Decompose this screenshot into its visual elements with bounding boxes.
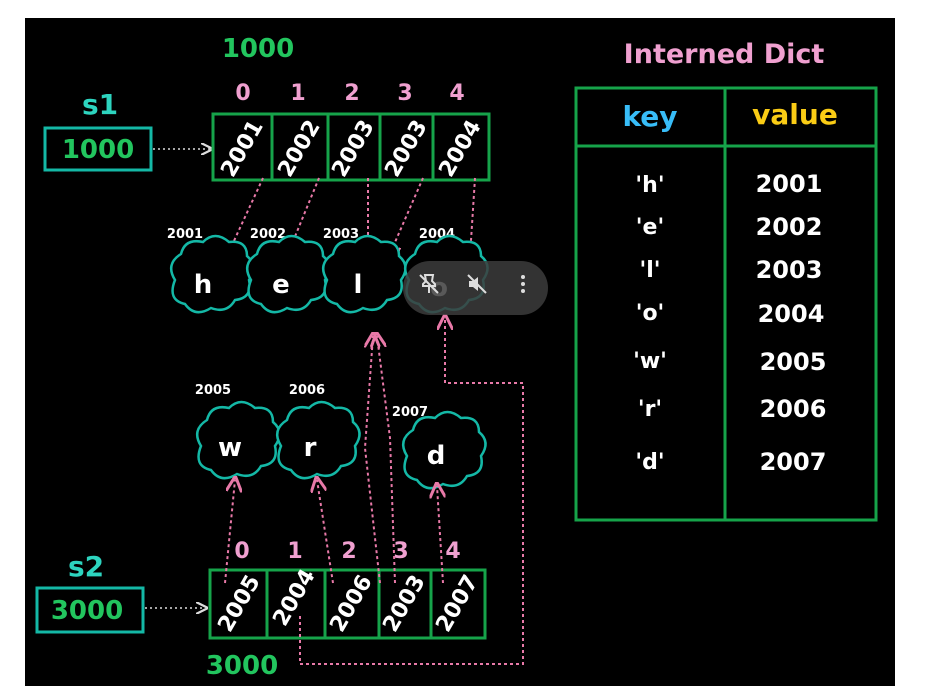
dict-row-key: 'h' xyxy=(635,173,664,198)
s1-cell: 2003 xyxy=(380,116,432,182)
diagram-canvas: s1 1000 1000 0 1 2 3 4 2001 2002 2003 20… xyxy=(25,18,895,686)
char-node-w: 2005 w xyxy=(195,383,281,480)
dict-row-value: 2006 xyxy=(760,395,827,423)
s2-index: 4 xyxy=(445,539,460,564)
s1-array-address: 1000 xyxy=(222,34,294,64)
diagram-svg: s1 1000 1000 0 1 2 3 4 2001 2002 2003 20… xyxy=(35,34,878,681)
dict-row-key: 'e' xyxy=(636,215,664,240)
player-overlay-controls xyxy=(403,261,548,315)
dict-row-key: 'w' xyxy=(633,349,667,374)
char-node-e: 2002 e xyxy=(245,227,331,314)
s1-cell: 2004 xyxy=(434,116,486,182)
dict-row-value: 2005 xyxy=(760,348,827,376)
char-node-h: 2001 h xyxy=(167,227,255,314)
dict-row-key: 'd' xyxy=(635,450,664,475)
char-address: 2007 xyxy=(392,405,428,420)
mute-icon[interactable] xyxy=(465,272,495,302)
char-value: d xyxy=(427,441,446,471)
char-value: r xyxy=(304,433,317,463)
char-address: 2002 xyxy=(250,227,286,242)
s2-array: 2005 2004 2006 2003 2007 xyxy=(208,565,487,640)
dict-row-value: 2001 xyxy=(756,170,823,198)
dict-row-key: 'o' xyxy=(636,301,665,326)
dict-title: Interned Dict xyxy=(624,39,825,70)
s2-cell: 2003 xyxy=(378,571,430,637)
char-value: l xyxy=(354,270,363,300)
s1-box xyxy=(43,126,153,172)
dict-table: key value 'h' 2001 'e' 2002 'l' 2003 'o'… xyxy=(574,86,878,522)
s1-char-arrows xyxy=(227,177,475,256)
s2-value: 3000 xyxy=(51,596,123,626)
s2-box xyxy=(35,586,145,634)
s2-index: 2 xyxy=(341,539,356,564)
pin-off-icon[interactable] xyxy=(417,272,447,302)
s1-cell: 2001 xyxy=(216,116,268,182)
s2-label: s2 xyxy=(68,550,104,583)
s2-cell: 2004 xyxy=(268,565,320,631)
s2-index: 1 xyxy=(287,539,302,564)
dict-row-value: 2007 xyxy=(760,448,827,476)
s1-cell: 2002 xyxy=(273,116,325,182)
s2-indices: 0 1 2 3 4 xyxy=(234,539,460,564)
s1-index: 1 xyxy=(290,81,305,106)
char-node-r: 2006 r xyxy=(275,383,361,480)
s1-label: s1 xyxy=(82,88,118,121)
s1-index: 2 xyxy=(344,81,359,106)
s1-cell: 2003 xyxy=(327,116,379,182)
dict-row-key: 'l' xyxy=(639,258,660,283)
s1-array: 2001 2002 2003 2003 2004 xyxy=(211,112,491,182)
s2-array-address: 3000 xyxy=(206,651,278,681)
s2-cell: 2007 xyxy=(431,571,483,637)
char-address: 2003 xyxy=(323,227,359,242)
char-value: w xyxy=(218,433,242,463)
s2-index: 3 xyxy=(393,539,408,564)
char-node-d: 2007 d xyxy=(392,405,487,490)
s1-indices: 0 1 2 3 4 xyxy=(235,81,464,106)
char-address: 2006 xyxy=(289,383,325,398)
char-address: 2001 xyxy=(167,227,203,242)
dict-row-value: 2004 xyxy=(758,300,825,328)
s1-value: 1000 xyxy=(62,135,134,165)
dict-value-header: value xyxy=(752,98,838,131)
s1-index: 0 xyxy=(235,81,250,106)
s1-index: 3 xyxy=(397,81,412,106)
dict-row-value: 2002 xyxy=(756,213,823,241)
s2-char-arrows xyxy=(224,318,524,665)
dict-row-value: 2003 xyxy=(756,256,823,284)
char-address: 2005 xyxy=(195,383,231,398)
char-value: h xyxy=(194,270,213,300)
char-value: e xyxy=(272,270,290,300)
s1-index: 4 xyxy=(449,81,464,106)
s2-cell: 2005 xyxy=(213,571,265,637)
dict-key-header: key xyxy=(622,100,677,133)
dict-row-key: 'r' xyxy=(638,397,662,422)
s2-index: 0 xyxy=(234,539,249,564)
char-node-l: 2003 l xyxy=(321,227,407,314)
more-options-icon[interactable] xyxy=(511,272,541,302)
